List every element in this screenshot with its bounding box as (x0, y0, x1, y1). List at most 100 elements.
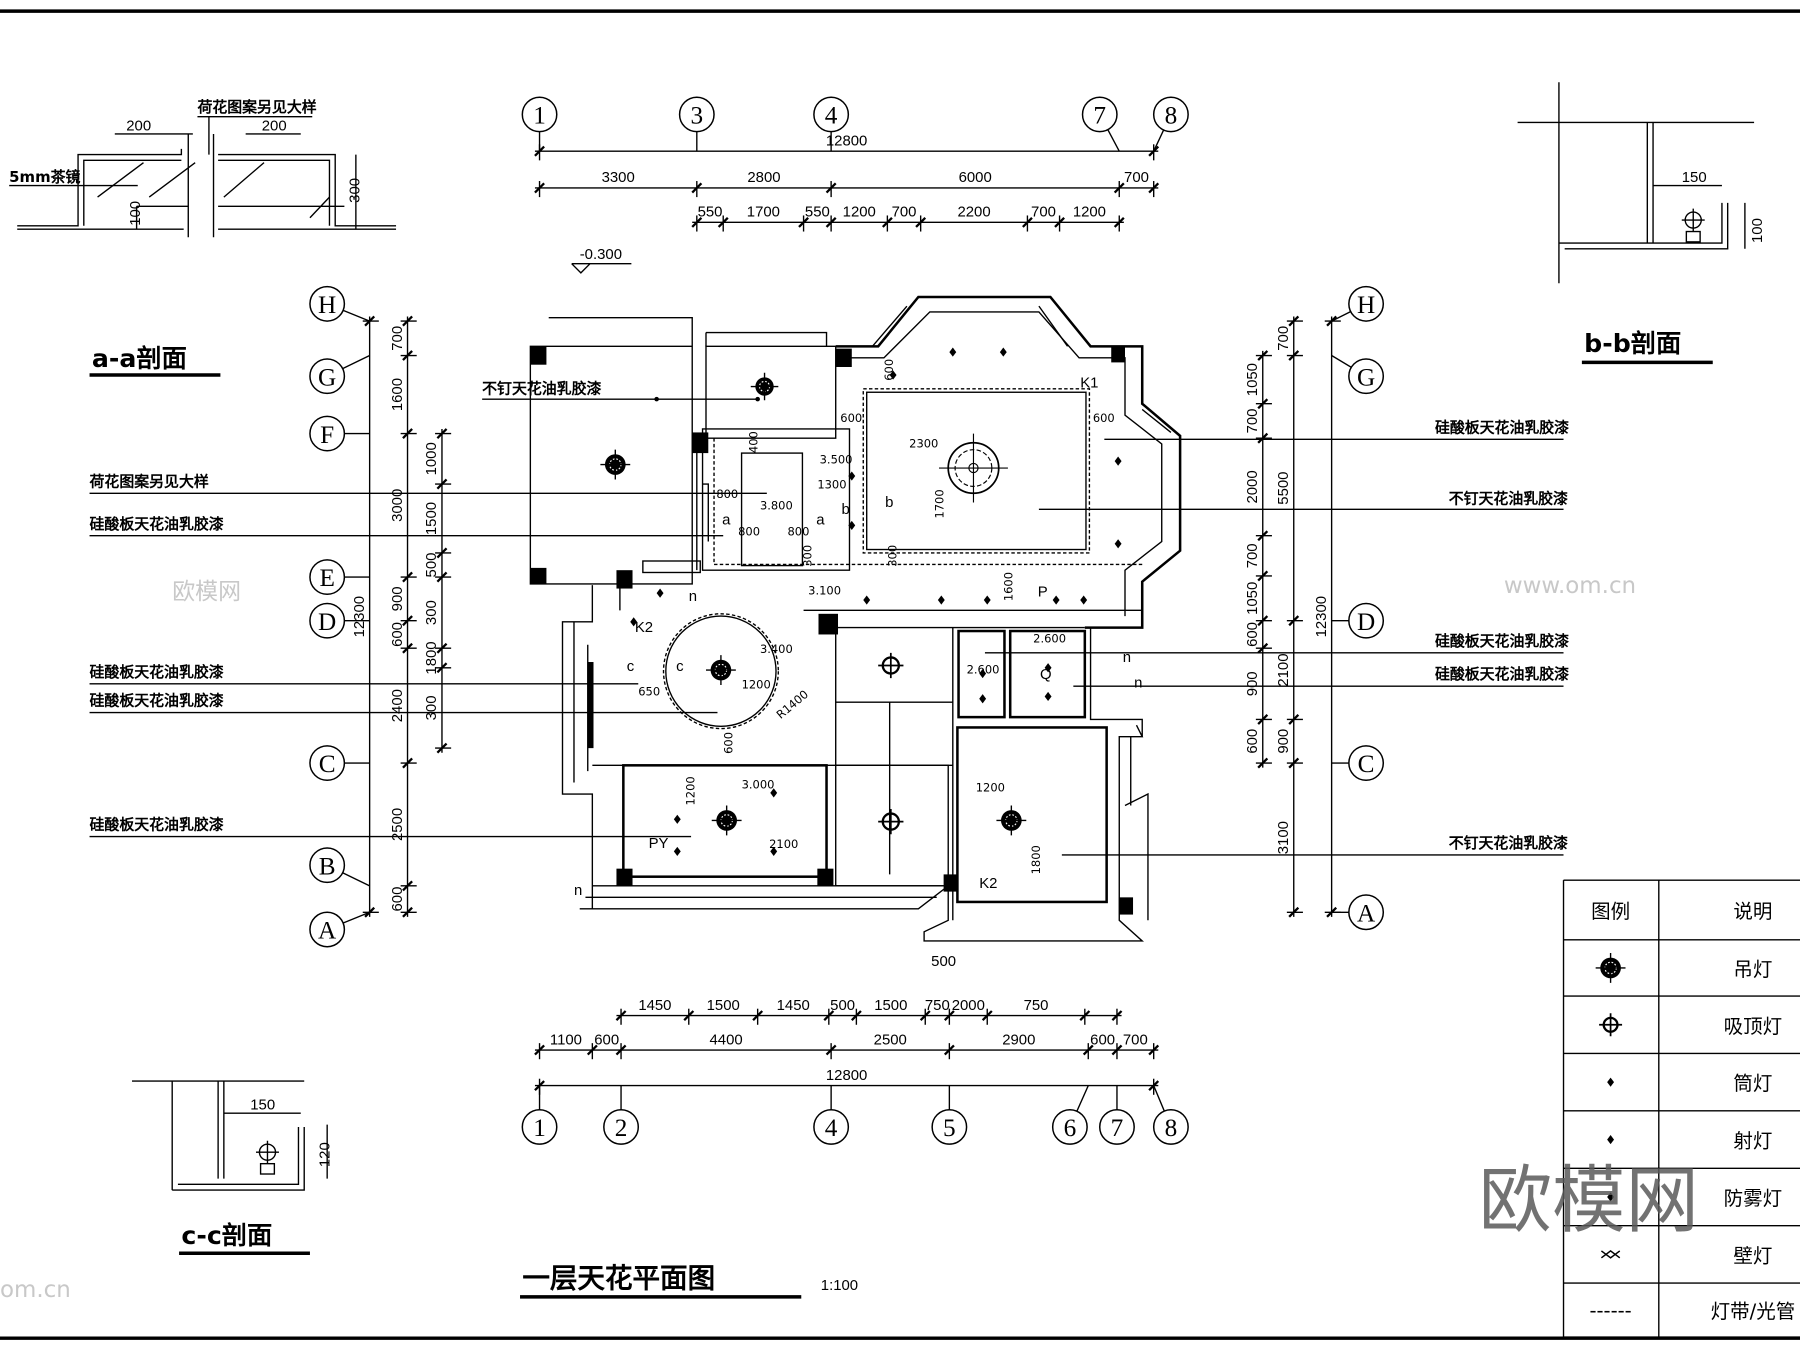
axis-bubble-8: 8 (1152, 1085, 1189, 1145)
dim-text: 1100 (550, 1031, 582, 1048)
level-text: 3.100 (808, 583, 841, 597)
watermark-logo: 欧模网 (1479, 1159, 1699, 1244)
dim-text: 600 (389, 622, 406, 647)
downlight-icon (1607, 1077, 1615, 1087)
dim-text: 200 (262, 118, 287, 135)
axis-bubble-2: 2 (603, 1085, 640, 1145)
axis-bubble-C: C (309, 745, 370, 782)
legend-header-description: 说明 (1733, 900, 1772, 923)
tag-n: n (1123, 649, 1131, 666)
dim-text: 1300 (817, 478, 846, 492)
dim-text: 5500 (1275, 472, 1292, 505)
dim-text: 1200 (742, 677, 771, 691)
level-text: 2.600 (1033, 632, 1066, 646)
dim-text: 600 (882, 359, 896, 381)
dim-text: 600 (1093, 411, 1115, 425)
axis-bubble-C: C (1331, 745, 1385, 782)
dim-text: 500 (931, 953, 956, 970)
axis-bubble-G: G (309, 354, 370, 395)
legend-row: 射灯 (1607, 1130, 1772, 1153)
axis-label: H (1357, 291, 1375, 319)
dim-text: 1500 (707, 997, 740, 1014)
dim-text: 800 (788, 525, 810, 539)
large-pendant-lamp-icon (939, 433, 1008, 503)
floor-plan (529, 295, 1182, 942)
dim-text: 4400 (709, 1031, 742, 1048)
tag-q: Q (1040, 666, 1052, 683)
spotlight-icon (1114, 456, 1122, 466)
dim-text: 2800 (747, 169, 780, 186)
note-label: 不钉天花油乳胶漆 (482, 379, 601, 397)
spotlight-icon (863, 595, 871, 605)
pendant-lamp-icon (996, 805, 1027, 836)
axis-label: 7 (1111, 1114, 1124, 1142)
axis-label: 6 (1064, 1114, 1077, 1142)
legend-row: 吸顶灯 (1599, 1013, 1782, 1038)
dim-text: 700 (1031, 204, 1056, 221)
axis-bubble-D: D (1331, 602, 1385, 639)
dim-text: 700 (1123, 1031, 1148, 1048)
note-label: 硅酸板天花油乳胶漆 (90, 663, 224, 681)
dim-text: 1500 (423, 502, 440, 535)
dim-text: 700 (1244, 409, 1261, 434)
dim-text: 1050 (1244, 363, 1261, 396)
watermark-text: om.cn (0, 1277, 71, 1303)
watermark-text: www.om.cn (1504, 573, 1636, 599)
ceiling-lamp-icon (1599, 1013, 1623, 1037)
spotlight-icon (949, 347, 957, 357)
dim-text: 1200 (976, 781, 1005, 795)
dim-text: 300 (423, 600, 440, 625)
dim-text: 650 (638, 684, 660, 698)
dim-text: 1450 (638, 997, 671, 1014)
dim-text: 3300 (602, 169, 635, 186)
dim-text: 600 (389, 887, 406, 912)
dim-text: 1200 (1073, 204, 1106, 221)
axis-label: 8 (1165, 1114, 1178, 1142)
axis-label: 1 (533, 102, 546, 130)
tag-k1: K1 (1080, 375, 1098, 392)
axis-bubble-5: 5 (931, 1085, 968, 1145)
dim-text: 1800 (423, 641, 440, 674)
section-cc: 150 120 c-c剖面 (132, 1080, 333, 1255)
light-strip-icon: ------ (1589, 1299, 1631, 1322)
dim-text: 12300 (351, 596, 368, 637)
legend-label: 灯带/光管 (1711, 1300, 1796, 1323)
dim-text: 2300 (909, 436, 938, 450)
axis-label: 5 (943, 1114, 956, 1142)
dim-text: 800 (738, 525, 760, 539)
axis-label: 2 (615, 1114, 628, 1142)
dim-text: 600 (594, 1031, 619, 1048)
axis-bubble-6: 6 (1051, 1085, 1089, 1145)
dim-text: 1800 (1029, 845, 1043, 874)
legend-label: 射灯 (1733, 1130, 1772, 1153)
note-label: 硅酸板天花油乳胶漆 (1435, 418, 1569, 436)
dim-text: 300 (801, 545, 815, 567)
note-label: 5mm茶镜 (9, 168, 80, 186)
tag-c: c (627, 658, 635, 675)
wall-lamp-icon (1600, 1249, 1621, 1259)
legend-row: 壁灯 (1600, 1244, 1772, 1267)
pendant-lamp-icon (705, 655, 736, 685)
dim-text: 700 (1244, 543, 1261, 568)
pendant-lamp-icon (1595, 953, 1626, 983)
spotlight-icon (999, 347, 1007, 357)
tag-n: n (574, 882, 582, 899)
axis-bubble-7: 7 (1098, 1085, 1135, 1145)
dim-text: 900 (1244, 671, 1261, 696)
axis-bubble-G: G (1331, 354, 1385, 395)
dim-text: 700 (389, 326, 406, 351)
dim-text: 500 (830, 997, 855, 1014)
section-title: b-b剖面 (1584, 329, 1681, 358)
dim-text: 2200 (957, 204, 990, 221)
dim-text: 100 (1749, 218, 1766, 243)
dim-text: 2500 (874, 1031, 907, 1048)
axis-bubble-1: 1 (521, 1085, 558, 1145)
dim-text: 1600 (389, 378, 406, 411)
axis-bubble-B: B (309, 847, 370, 887)
axis-label: 4 (825, 102, 838, 130)
tag-n: n (689, 588, 697, 605)
dim-text: 500 (423, 553, 440, 578)
spotlight-icon (1080, 595, 1088, 605)
